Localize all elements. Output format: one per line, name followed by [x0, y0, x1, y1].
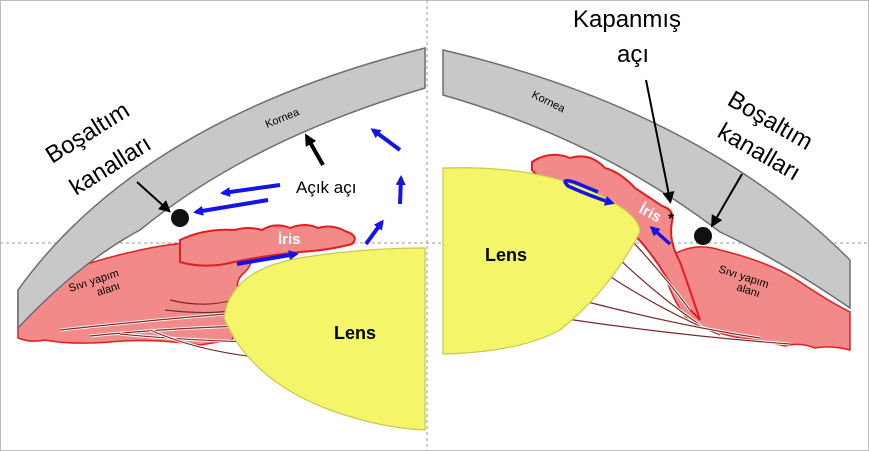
- closed-angle-label-line2: açı: [617, 41, 649, 68]
- right-flow-arrows: [563, 178, 672, 246]
- right-panel: Kornea Kapanmış açı Boşaltım kanalları İ…: [442, 6, 851, 355]
- left-open-angle-pointer: [305, 133, 325, 166]
- left-cornea: [17, 47, 426, 330]
- open-angle-label: Açık açı: [296, 178, 356, 197]
- right-lens: [442, 167, 641, 355]
- left-iris-label: İris: [278, 231, 301, 248]
- left-drainage-pointer: [136, 181, 171, 213]
- left-drainage-canal: [171, 209, 189, 227]
- right-zonule-fibers: [559, 226, 791, 346]
- right-cornea: [442, 49, 851, 310]
- right-closed-angle-pointer: [645, 79, 675, 204]
- closed-angle-label-line1: Kapanmış: [573, 6, 681, 33]
- right-drainage-canal: [694, 227, 712, 245]
- left-flow-arrows: [193, 128, 406, 266]
- left-lens: [223, 247, 426, 431]
- left-iris: [179, 224, 356, 267]
- right-lens-label: Lens: [485, 245, 527, 265]
- right-drainage-pointer: [710, 173, 743, 228]
- right-angle-marker: *: [668, 211, 675, 228]
- left-lens-label: Lens: [334, 323, 376, 343]
- left-panel: Kornea Boşaltım kanalları Açık açı İris …: [17, 47, 426, 431]
